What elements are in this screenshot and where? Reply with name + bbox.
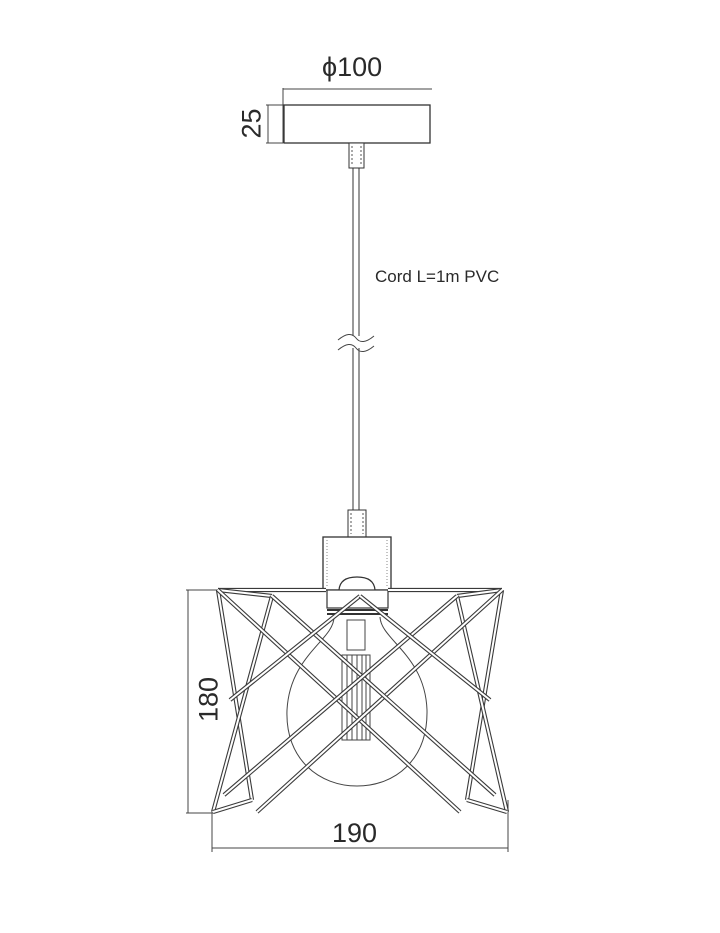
cage-wire (456, 589, 503, 597)
cord-note: Cord L=1m PVC (375, 267, 500, 286)
cage-wire (456, 595, 508, 813)
cage-wire (217, 589, 461, 813)
cage-wire (229, 595, 361, 701)
shade-height-label: 180 (193, 676, 224, 723)
cage-wire (256, 589, 503, 813)
cage-wire (466, 799, 508, 813)
cage-wire (223, 595, 458, 796)
wire-cage-shade (210, 587, 510, 815)
cage-wire (212, 799, 253, 813)
canopy-dimension-lines (266, 88, 432, 144)
canopy-height-label: 25 (236, 108, 267, 139)
cord-grip-bottom (347, 509, 367, 538)
canopy-diameter-label: ϕ100 (322, 52, 383, 82)
cord (337, 168, 375, 510)
ceiling-canopy (283, 104, 431, 144)
cage-wire (217, 589, 273, 597)
shade-width-label: 190 (332, 818, 378, 848)
cage-wire (271, 595, 496, 796)
cord-grip-top (348, 142, 365, 169)
shade-dimension-lines (186, 589, 509, 852)
cage-wire (359, 595, 491, 701)
